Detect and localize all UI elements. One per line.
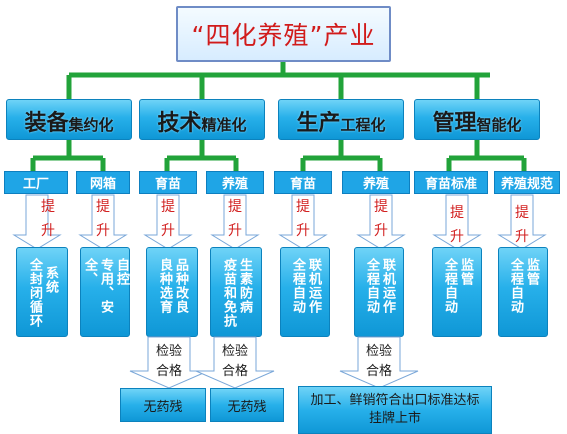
category-management-big: 管理 [432,111,477,136]
result-no-residue-1: 无药残 [120,388,206,422]
detail-breeding-tech: 疫苗和免抗 生素防病 [210,247,262,337]
diagram-title: “四化养殖”产业 [176,6,391,62]
raise-char-1: 提 [41,199,55,215]
raise-char-2: 升 [296,223,310,239]
category-management-small: 智能化 [476,116,522,134]
detail-text-a: 品种改良 [173,258,188,314]
subitem-breeding-spec: 养殖规范 [494,171,560,194]
result-export-standard: 加工、鲜销符合出口标准达标挂牌上市 [298,386,492,434]
inspection-line-2: 合格 [221,364,248,379]
inspection-line-1: 检验 [365,344,392,359]
detail-cage: 专用、安全、 自控 [80,247,130,337]
detail-text-a: 监管 [458,258,473,286]
detail-seedling-standard: 全程自动 监管 [432,247,482,337]
raise-char-1: 提 [96,199,110,215]
detail-text-b: 专用、安全、 [82,258,113,314]
detail-text-b: 良种选育 [157,258,172,314]
detail-seedling-tech: 良种选育 品种改良 [146,247,198,337]
detail-text-a: 联机运作 [380,258,395,314]
subitem-breeding-tech: 养殖 [206,171,264,194]
detail-text-a: 自控 [114,258,129,286]
subitem-factory: 工厂 [4,171,68,194]
inspection-line-1: 检验 [221,344,248,359]
raise-label-1: 提升 [37,195,59,243]
raise-char-1: 提 [450,205,464,221]
subitem-seedling-standard: 育苗标准 [414,171,488,194]
detail-text-a: 监管 [524,258,539,286]
category-technology: 技术 精准化 [139,99,265,140]
detail-factory: 全封闭循环 系统 [16,247,68,337]
category-equipment-big: 装备 [24,111,69,136]
raise-label-5: 提升 [292,195,314,243]
category-technology-small: 精准化 [201,116,247,134]
raise-label-6: 提升 [370,195,392,243]
detail-text-b: 全程自动 [508,258,523,314]
result-no-residue-2: 无药残 [210,388,284,422]
raise-char-2: 升 [41,223,55,239]
inspection-label-1: 检验合格 [141,342,197,382]
detail-text-a: 联机运作 [306,258,321,314]
raise-char-1: 提 [515,205,529,221]
raise-char-1: 提 [228,199,242,215]
raise-char-1: 提 [374,199,388,215]
raise-label-2: 提升 [92,195,114,243]
subitem-seedling-prod: 育苗 [274,171,332,194]
inspection-label-2: 检验合格 [207,342,263,382]
inspection-label-3: 检验合格 [351,342,407,382]
detail-seedling-prod: 全程自动 联机运作 [280,247,330,337]
detail-text-b: 全程自动 [290,258,305,314]
subitem-cage: 网箱 [76,171,130,194]
category-management: 管理 智能化 [414,99,540,140]
detail-text-b: 全程自动 [442,258,457,314]
raise-label-7: 提升 [446,201,468,249]
raise-char-2: 升 [450,229,464,245]
raise-label-3: 提升 [157,195,179,243]
raise-char-2: 升 [374,223,388,239]
category-equipment: 装备 集约化 [6,99,132,140]
detail-text-b: 全程自动 [364,258,379,314]
raise-label-4: 提升 [224,195,246,243]
subitem-seedling-tech: 育苗 [139,171,197,194]
raise-char-2: 升 [228,223,242,239]
category-technology-big: 技术 [157,111,202,136]
inspection-line-2: 合格 [365,364,392,379]
detail-text-a: 生素防病 [237,258,252,314]
category-equipment-small: 集约化 [68,116,114,134]
category-production: 生产 工程化 [278,99,404,140]
subitem-breeding-prod: 养殖 [342,171,410,194]
inspection-line-2: 合格 [155,364,182,379]
detail-text-b: 全封闭循环 [27,258,42,328]
raise-char-2: 升 [161,223,175,239]
raise-label-8: 提升 [511,201,533,249]
category-production-big: 生产 [296,111,341,136]
detail-breeding-prod: 全程自动 联机运作 [354,247,404,337]
detail-text-a: 系统 [43,266,58,294]
detail-text-b: 疫苗和免抗 [221,258,236,328]
inspection-line-1: 检验 [155,344,182,359]
raise-char-1: 提 [296,199,310,215]
detail-breeding-spec: 全程自动 监管 [498,247,548,337]
raise-char-2: 升 [515,229,529,245]
category-production-small: 工程化 [340,116,386,134]
raise-char-1: 提 [161,199,175,215]
raise-char-2: 升 [96,223,110,239]
